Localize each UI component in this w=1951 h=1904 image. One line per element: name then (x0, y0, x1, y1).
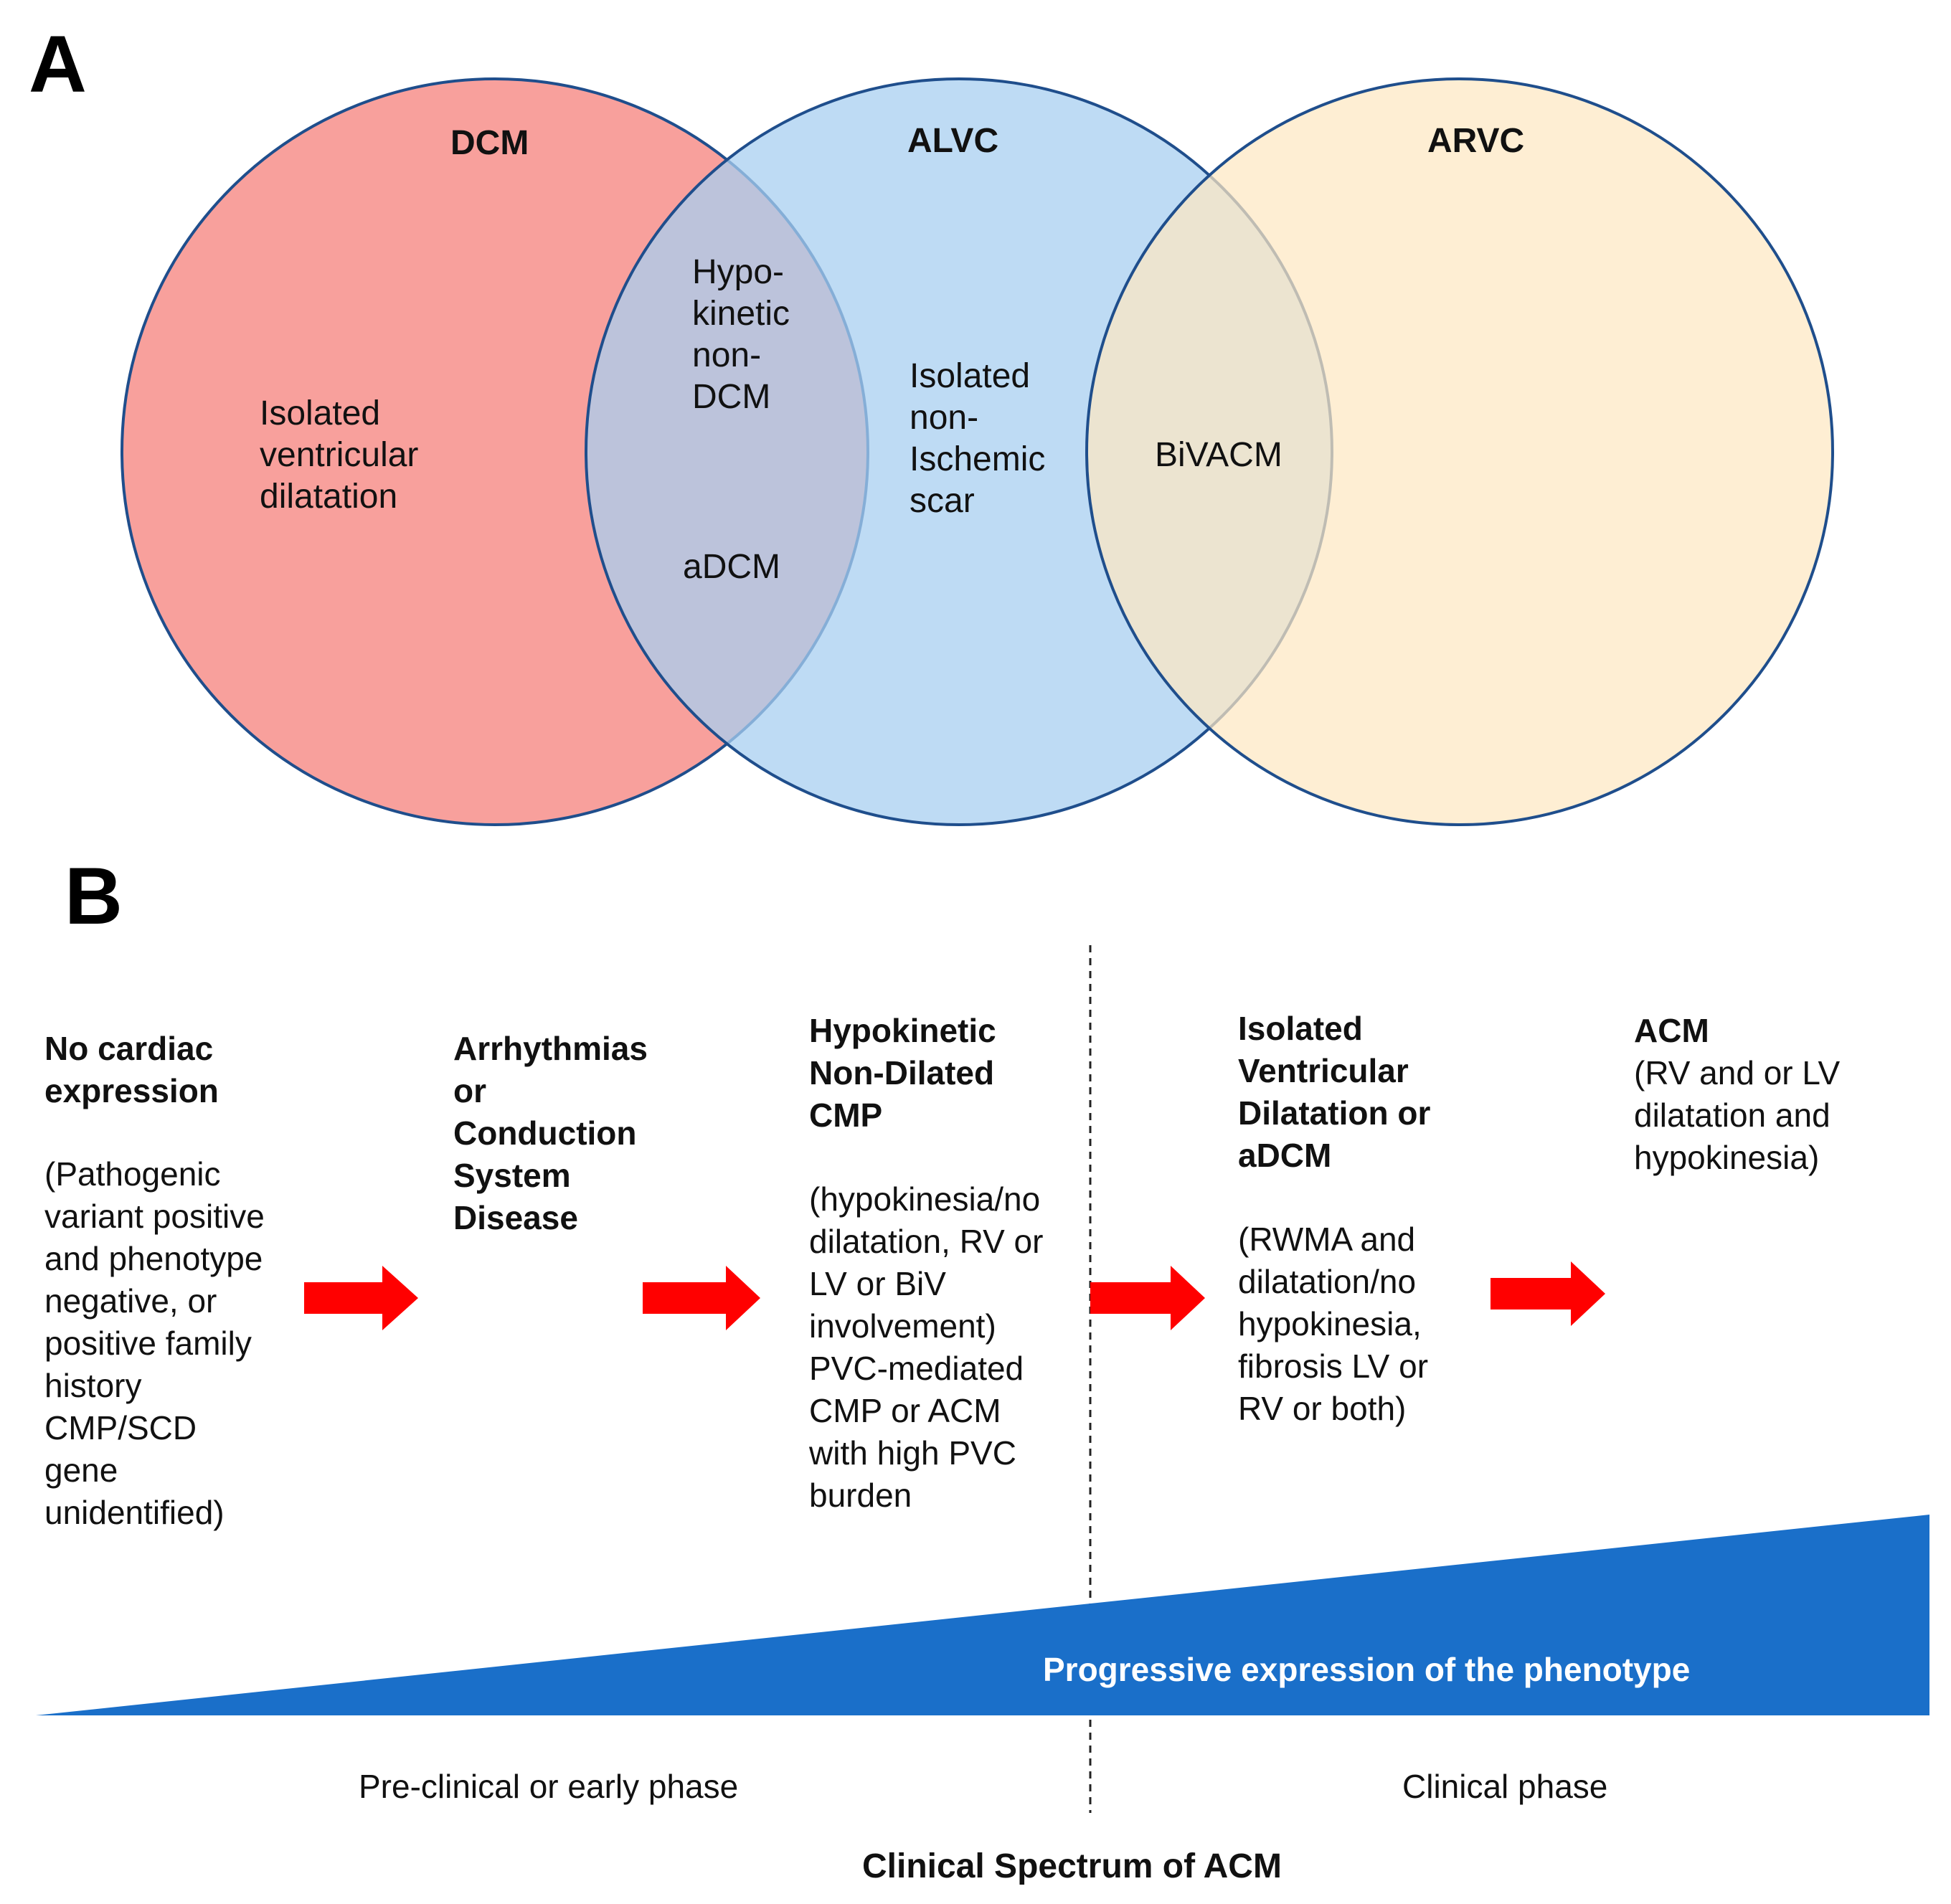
arrow-4 (1491, 1261, 1605, 1326)
region-adcm: aDCM (683, 548, 780, 586)
spectrum-label: Clinical Spectrum of ACM (862, 1847, 1282, 1885)
stage-title: Isolated Ventricular Dilatation or aDCM (1238, 1010, 1440, 1174)
progression-wedge (36, 1515, 1929, 1715)
phase-right-label: Clinical phase (1402, 1768, 1607, 1805)
stage-description: (RV and or LV dilatation and hypokinesia… (1634, 1054, 1849, 1176)
panel-a-label: A (29, 19, 87, 109)
stage-title: No cardiac expression (44, 1030, 222, 1109)
arvc-circle (1085, 77, 1834, 826)
stage-title: Arrhythmias or Conduction System Disease (453, 1030, 657, 1236)
venn-diagram: DCM ALVC ARVC Isolated ventricular dilat… (121, 77, 1834, 826)
panel-b-label: B (65, 851, 123, 941)
stage-isolated-dilatation: Isolated Ventricular Dilatation or aDCM … (1238, 1010, 1440, 1427)
dcm-title: DCM (450, 124, 529, 162)
arrow-2 (643, 1266, 760, 1330)
alvc-title: ALVC (907, 122, 998, 160)
stage-description: (RWMA and dilatation/no hypokinesia, fib… (1238, 1221, 1437, 1427)
stage-description: (Pathogenic variant positive and phenoty… (44, 1155, 274, 1531)
stage-description: (hypokinesia/no dilatation, RV or LV or … (808, 1180, 1052, 1514)
wedge-label: Progressive expression of the phenotype (1043, 1651, 1690, 1688)
stage-no-cardiac-expression: No cardiac expression (Pathogenic varian… (44, 1030, 274, 1531)
phase-left-label: Pre-clinical or early phase (359, 1768, 738, 1805)
region-hypokinetic-non-dcm: Hypo- kinetic non- DCM (692, 253, 799, 416)
progression-arrows (304, 1261, 1605, 1330)
region-dcm-only: Isolated ventricular dilatation (260, 394, 428, 516)
arrow-3 (1090, 1266, 1205, 1330)
stage-hypokinetic-non-dilated: Hypokinetic Non-Dilated CMP (hypokinesia… (808, 1012, 1052, 1514)
region-isolated-scar: Isolated non- Ischemic scar (910, 357, 1055, 520)
stage-arrhythmias: Arrhythmias or Conduction System Disease (453, 1030, 657, 1236)
arvc-title: ARVC (1427, 122, 1524, 160)
arrow-1 (304, 1266, 418, 1330)
region-bivacm: BiVACM (1155, 436, 1282, 474)
stage-acm: ACM (RV and or LV dilatation and hypokin… (1634, 1012, 1849, 1176)
stage-title: ACM (1634, 1012, 1709, 1049)
stage-title: Hypokinetic Non-Dilated CMP (809, 1012, 1006, 1134)
